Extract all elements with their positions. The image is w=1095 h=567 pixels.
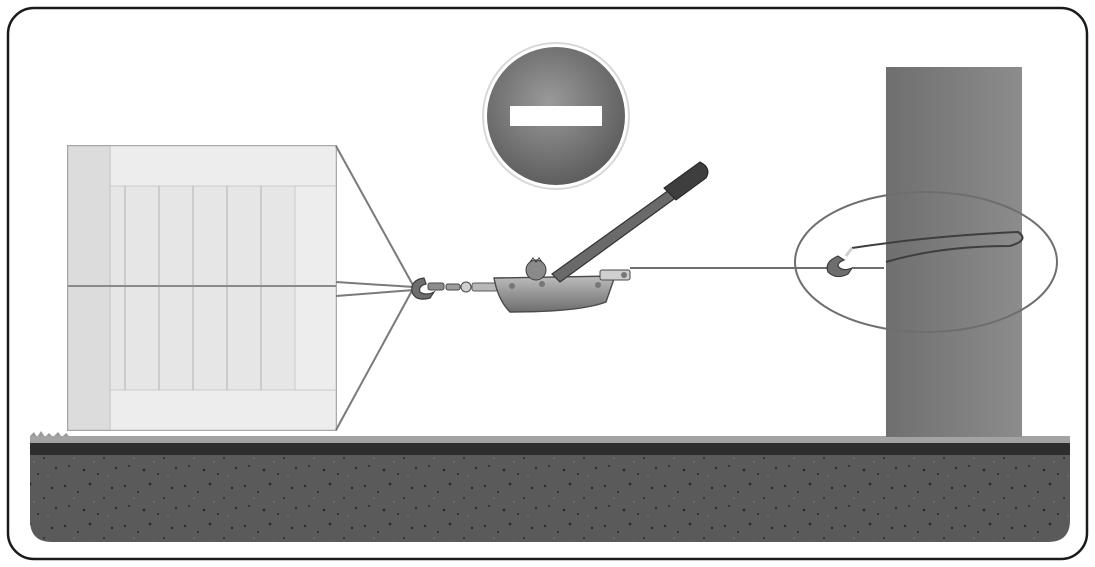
no-entry-sign-icon [482, 42, 630, 190]
hook-icon [411, 277, 499, 300]
post-icon [886, 67, 1022, 437]
come-along-winch-icon [493, 161, 709, 313]
crate-icon [67, 145, 337, 431]
cable-loop-icon [794, 191, 1058, 333]
ground-icon [30, 431, 1070, 542]
sling-lines [335, 145, 415, 431]
